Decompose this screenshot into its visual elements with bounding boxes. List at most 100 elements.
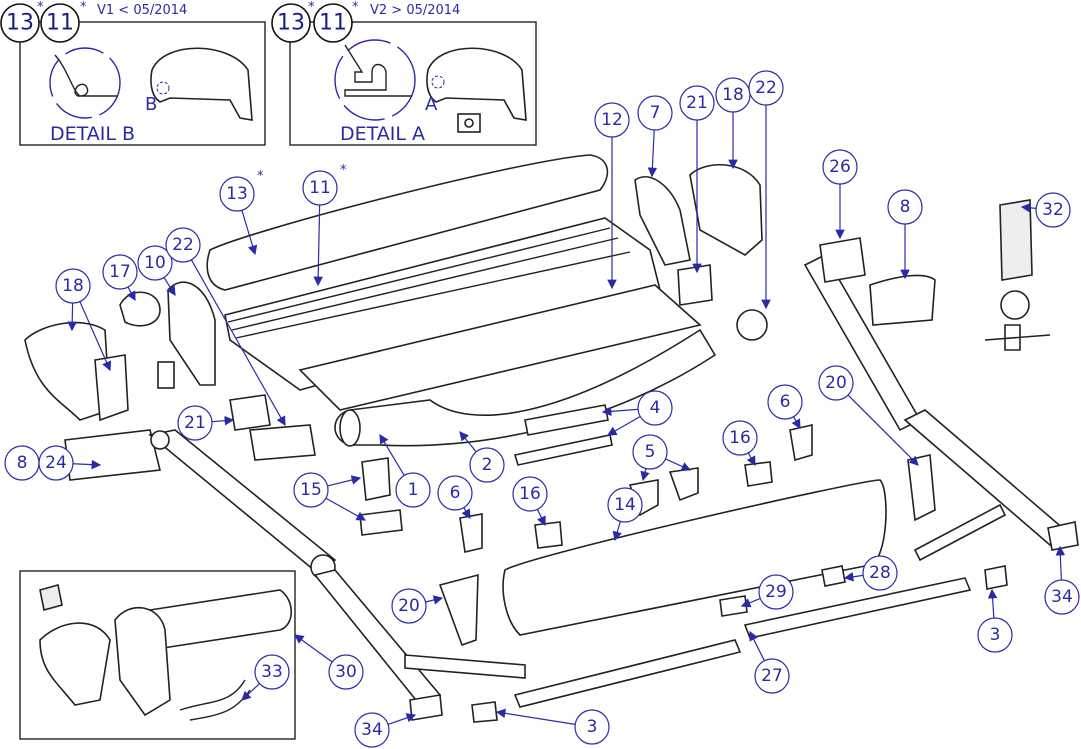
callout-number: 33	[261, 662, 283, 682]
leader-lines	[67, 105, 1066, 725]
callout-circle	[632, 434, 668, 470]
leader-line	[379, 433, 405, 476]
callout-number: 8	[17, 453, 28, 473]
callout-6[interactable]: 6	[437, 475, 473, 511]
callout-circle	[887, 189, 923, 225]
callout-circle	[302, 170, 338, 206]
motor-unit-24	[64, 429, 161, 481]
callout-12[interactable]: 12	[594, 102, 630, 138]
callout-1[interactable]: 1	[395, 472, 431, 508]
callout-3[interactable]: 3	[574, 709, 610, 745]
callout-33[interactable]: 33	[254, 654, 290, 690]
callout-21[interactable]: 21	[679, 85, 715, 121]
callout-6[interactable]: 6	[767, 384, 803, 420]
leader-line	[1055, 545, 1066, 581]
leader-line	[495, 708, 576, 725]
callout-13[interactable]: 13	[219, 176, 255, 212]
leader-line	[461, 507, 471, 520]
callout-17[interactable]: 17	[102, 254, 138, 290]
leader-line	[847, 394, 919, 466]
callout-34[interactable]: 34	[354, 712, 390, 748]
star: *	[37, 0, 44, 15]
leader-line	[746, 452, 756, 467]
callout-15[interactable]: 15	[293, 472, 329, 508]
callout-20[interactable]: 20	[818, 365, 854, 401]
callout-32[interactable]: 32	[1035, 192, 1071, 228]
leader-line	[601, 406, 639, 417]
leader-line	[72, 459, 102, 470]
callout-18[interactable]: 18	[55, 268, 91, 304]
callout-circle	[818, 365, 854, 401]
leader-line	[313, 204, 323, 287]
callout-26[interactable]: 26	[822, 149, 858, 185]
callout-number: 20	[398, 596, 420, 616]
callout-14[interactable]: 14	[607, 487, 643, 523]
callout-circle	[607, 487, 643, 523]
star: *	[352, 0, 359, 15]
clip-29	[719, 595, 748, 617]
callout-30[interactable]: 30	[328, 654, 364, 690]
cap-8	[869, 274, 936, 326]
callout-22[interactable]: 22	[748, 70, 784, 106]
end-cap-6	[459, 423, 813, 553]
callout-22[interactable]: 22	[165, 227, 201, 263]
callout-5[interactable]: 5	[632, 434, 668, 470]
callout-number: 28	[869, 563, 891, 583]
callout-number: 6	[450, 483, 461, 503]
detail-b-label: DETAIL B	[50, 123, 135, 145]
callout-number: 12	[601, 110, 623, 130]
callout-number: 20	[825, 373, 847, 393]
leader-line	[126, 286, 136, 302]
callout-number: 14	[614, 495, 636, 515]
callout-34[interactable]: 34	[1044, 579, 1080, 615]
callout-7[interactable]: 7	[637, 95, 673, 131]
gearbox-17	[119, 291, 161, 327]
callout-8[interactable]: 8	[887, 189, 923, 225]
callout-27[interactable]: 27	[754, 658, 790, 694]
callout-number: 29	[765, 582, 787, 602]
callout-number: 24	[45, 453, 67, 473]
callout-number: 10	[144, 253, 166, 273]
callout-circle	[679, 85, 715, 121]
callout-18[interactable]: 18	[715, 77, 751, 113]
detail-a-label: DETAIL A	[340, 123, 425, 145]
callout-circle	[767, 384, 803, 420]
callout-number: 1	[408, 480, 419, 500]
leader-line	[1020, 203, 1037, 213]
callout-circle	[469, 447, 505, 483]
callout-circle	[574, 709, 610, 745]
leader-line	[612, 521, 622, 542]
left-end-cap-18	[24, 321, 111, 421]
leader-line	[190, 259, 286, 427]
badge-13: 13	[277, 11, 305, 36]
callout-3[interactable]: 3	[977, 617, 1013, 653]
callout-circle	[1044, 579, 1080, 615]
callout-11[interactable]: 11	[302, 170, 338, 206]
callout-number: 21	[686, 93, 708, 113]
callout-28[interactable]: 28	[862, 555, 898, 591]
callout-number: 4	[650, 398, 661, 418]
callout-circle	[38, 445, 74, 481]
callout-8[interactable]: 8	[4, 445, 40, 481]
callout-29[interactable]: 29	[758, 574, 794, 610]
callout-2[interactable]: 2	[469, 447, 505, 483]
callout-16[interactable]: 16	[512, 476, 548, 512]
bracket-4	[513, 404, 613, 466]
detail-letter-a: A	[425, 94, 438, 115]
callout-20[interactable]: 20	[391, 588, 427, 624]
left-arm	[148, 429, 337, 577]
leader-line	[294, 634, 333, 663]
callout-16[interactable]: 16	[722, 420, 758, 456]
leader-line	[791, 416, 801, 430]
clip-3	[471, 565, 1008, 723]
callout-24[interactable]: 24	[38, 445, 74, 481]
callout-4[interactable]: 4	[637, 390, 673, 426]
callout-10[interactable]: 10	[137, 245, 173, 281]
callout-21[interactable]: 21	[177, 405, 213, 441]
cover-18	[689, 164, 763, 256]
version-v2: V2 > 05/2014	[370, 3, 460, 18]
callout-number: 17	[109, 262, 131, 282]
badge-11: 11	[319, 11, 347, 36]
